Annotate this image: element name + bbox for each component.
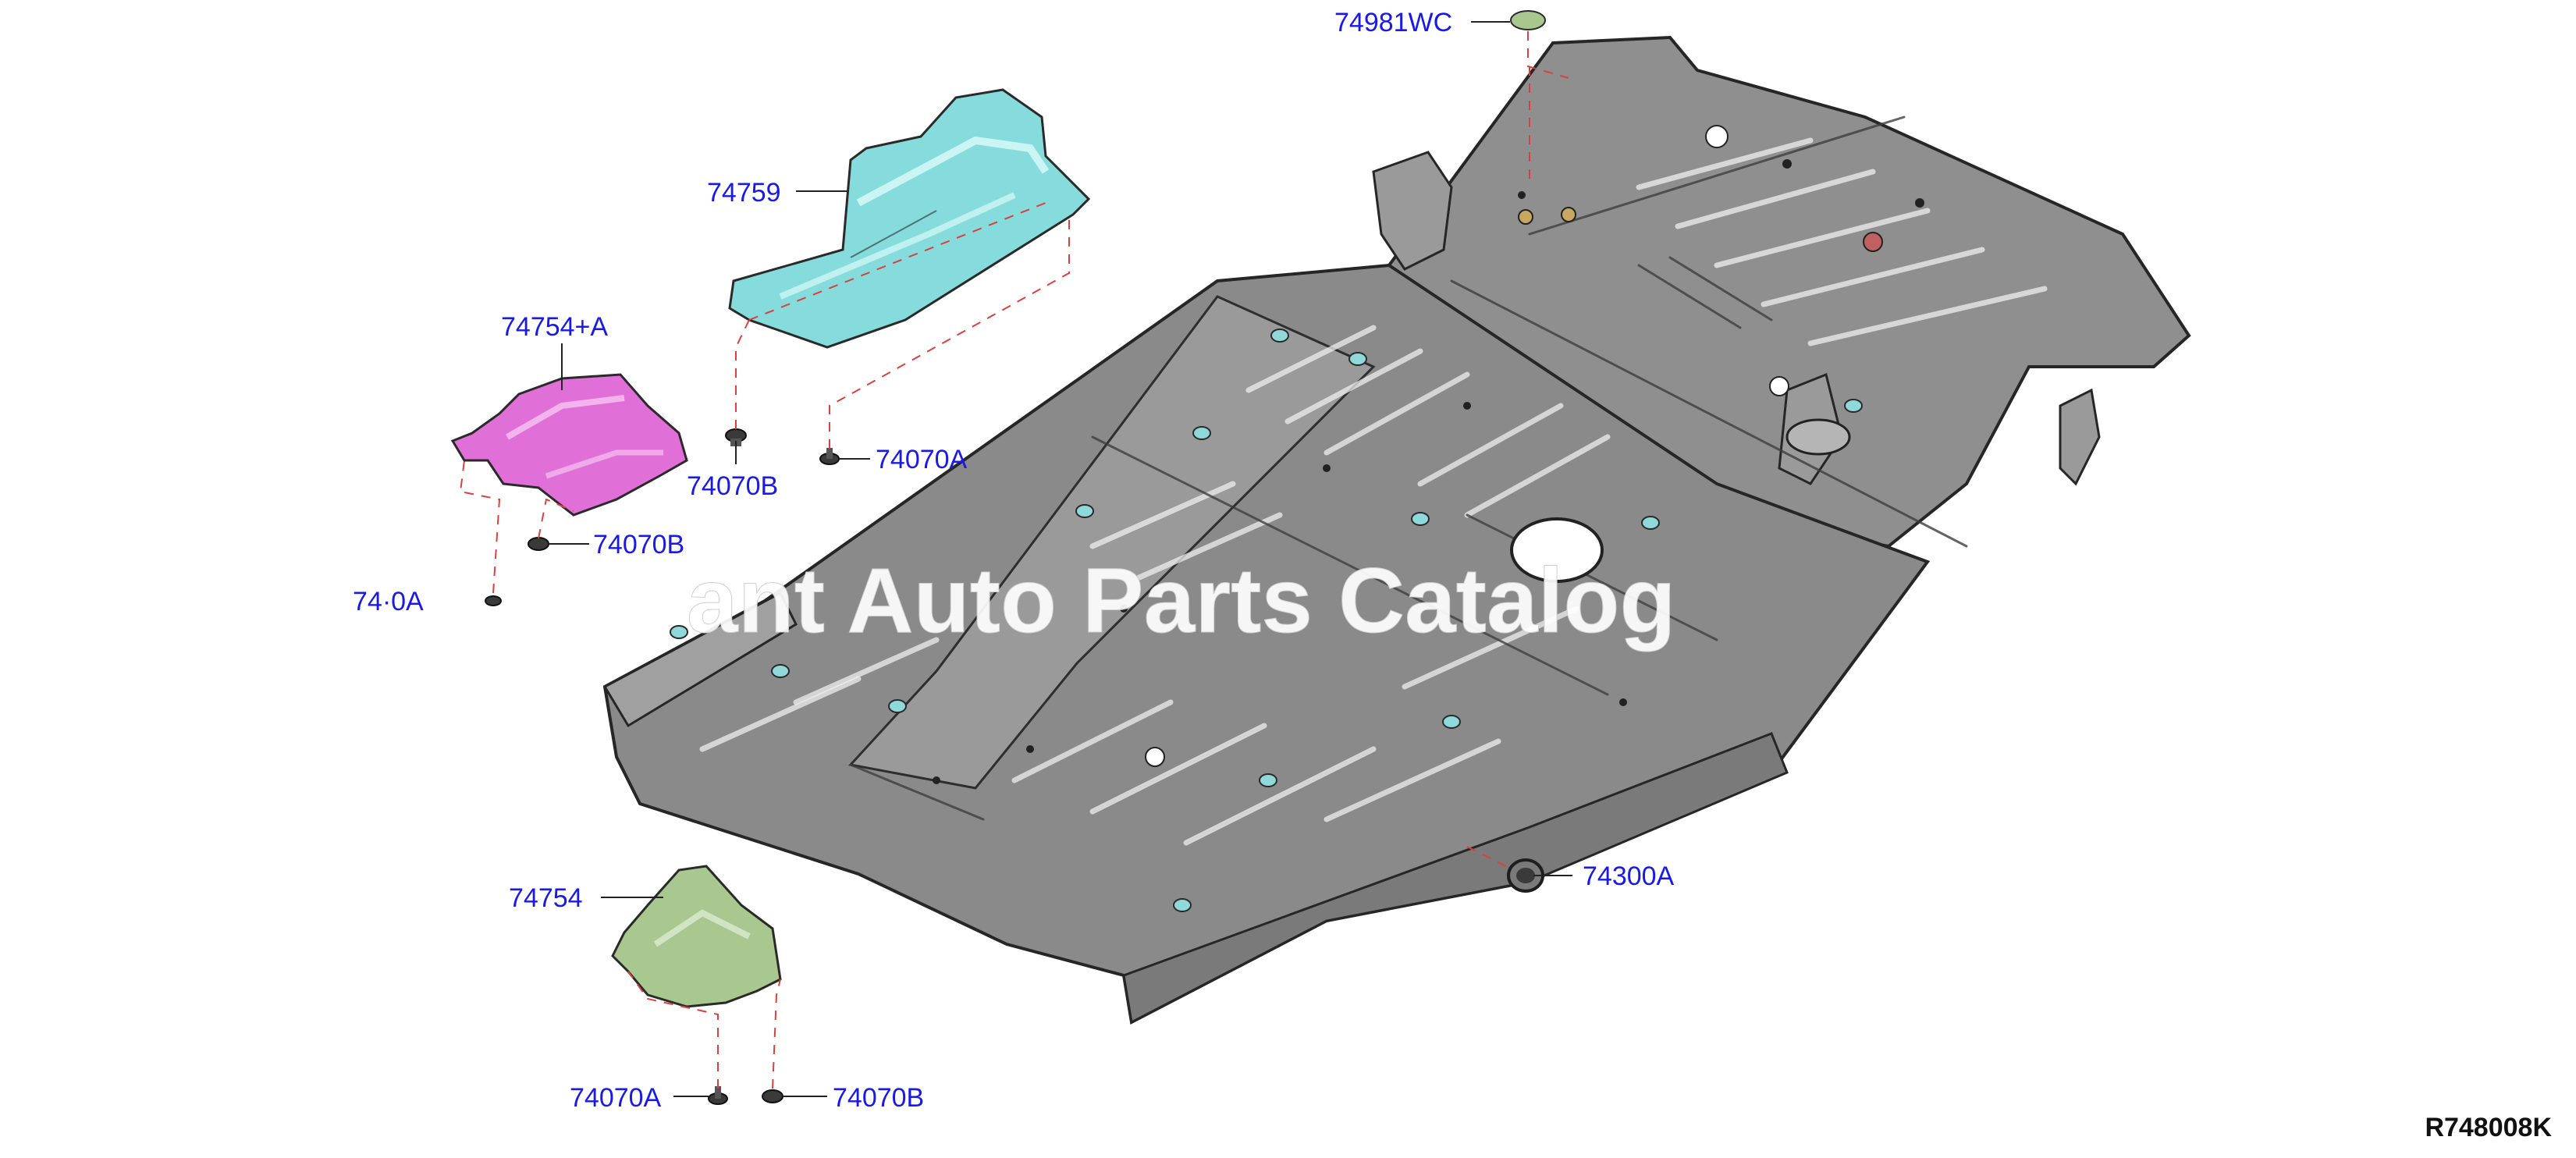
fastener-74070a-top bbox=[819, 448, 840, 465]
callout-74070a-bottom: 74070A bbox=[570, 1083, 662, 1113]
callout-74754a: 74754+A bbox=[501, 312, 608, 342]
floor-small-holes bbox=[933, 125, 1924, 784]
callout-74070b-mid: 74070B bbox=[593, 530, 684, 559]
callout-labels: 74981WC 74759 74754+A 74070B 74070A 7407… bbox=[353, 8, 1675, 1113]
floor-ribs bbox=[699, 137, 2048, 846]
plug-74981wc bbox=[1510, 10, 1546, 30]
heat-insulator-74754 bbox=[611, 865, 782, 1008]
fastener-74070a-left bbox=[485, 595, 502, 606]
callout-74070b-top: 74070B bbox=[687, 471, 778, 501]
callout-74070a-top: 74070A bbox=[876, 445, 968, 474]
callout-74300a: 74300A bbox=[1583, 861, 1675, 891]
floor-panel-assembly bbox=[602, 35, 2191, 1025]
heat-insulator-74754a bbox=[450, 373, 688, 517]
callout-74070b-bottom: 74070B bbox=[833, 1083, 924, 1113]
front-cross-member bbox=[602, 591, 798, 728]
fastener-74070b-bottom bbox=[762, 1089, 783, 1103]
fastener-74070b-mid bbox=[528, 537, 549, 551]
floor-plug-holes bbox=[670, 329, 1863, 912]
leader-lines bbox=[549, 21, 1572, 1097]
heat-insulator-74759 bbox=[728, 88, 1091, 349]
rear-bracket-left bbox=[1372, 151, 1453, 271]
fastener-74070a-bottom bbox=[708, 1086, 728, 1105]
callout-74759: 74759 bbox=[707, 178, 781, 208]
callout-74070a-left: 74·0A bbox=[353, 587, 424, 616]
callout-74981wc: 74981WC bbox=[1334, 8, 1452, 37]
diagram-id: R748008K bbox=[2425, 1113, 2552, 1142]
floor-tunnel bbox=[848, 295, 1376, 790]
alignment-lines bbox=[459, 31, 1569, 1089]
rear-bracket-right bbox=[2059, 388, 2101, 486]
rear-access-hole bbox=[1785, 418, 1851, 456]
floor-seams bbox=[849, 115, 1968, 821]
floor-access-hole bbox=[1510, 517, 1604, 583]
side-sill bbox=[1122, 732, 1789, 1025]
callout-74754: 74754 bbox=[509, 883, 583, 913]
watermark-text: ant Auto Parts Catalog bbox=[687, 549, 1676, 652]
